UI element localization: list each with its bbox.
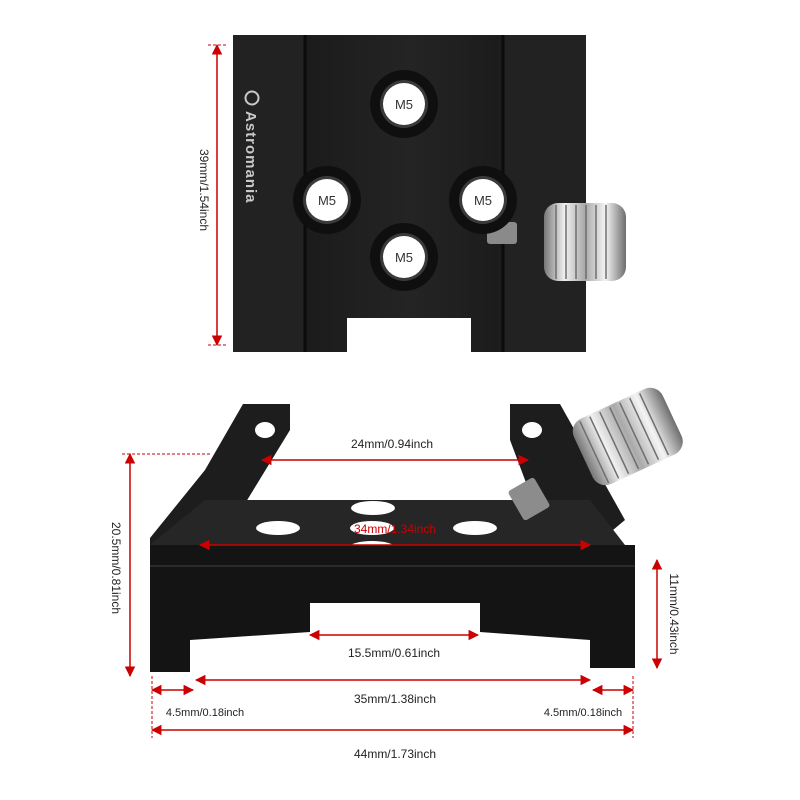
height-label: 39mm/1.54inch — [197, 149, 211, 231]
dim-foot-right-label: 4.5mm/0.18inch — [544, 707, 622, 719]
front-thumb-screw — [508, 387, 683, 521]
dim-15mm-label: 15.5mm/0.61inch — [348, 646, 440, 660]
logo-icon — [244, 90, 260, 106]
hole-label: M5 — [474, 193, 492, 208]
front-view: 24mm/0.94inch 34mm/1.34inch 15.5mm/0.61i… — [109, 387, 683, 761]
hole-m5: M5 — [370, 223, 438, 291]
hole-m5: M5 — [449, 166, 517, 234]
hole-m5: M5 — [370, 70, 438, 138]
top-left-rail — [233, 35, 305, 352]
front-face — [150, 545, 635, 672]
dim-height-left-label: 20.5mm/0.81inch — [109, 522, 123, 614]
dim-34mm-label: 34mm/1.34inch — [354, 522, 436, 536]
brand-name: Astromania — [242, 111, 259, 204]
dim-24mm-label: 24mm/0.94inch — [351, 437, 433, 451]
top-right-rail — [503, 35, 586, 352]
left-arm — [150, 404, 290, 550]
dim-foot-left-label: 4.5mm/0.18inch — [166, 707, 244, 719]
hole-m5: M5 — [293, 166, 361, 234]
thumb-screw — [487, 203, 626, 281]
hole-label: M5 — [318, 193, 336, 208]
hole-label: M5 — [395, 250, 413, 265]
top-bottom-notch — [347, 318, 471, 354]
brand-logo: Astromania — [242, 90, 260, 204]
dim-height-right-label: 11mm/0.43inch — [667, 573, 681, 654]
dim-35mm-label: 35mm/1.38inch — [354, 692, 436, 706]
dim-44mm-label: 44mm/1.73inch — [354, 747, 436, 761]
hole-label: M5 — [395, 97, 413, 112]
